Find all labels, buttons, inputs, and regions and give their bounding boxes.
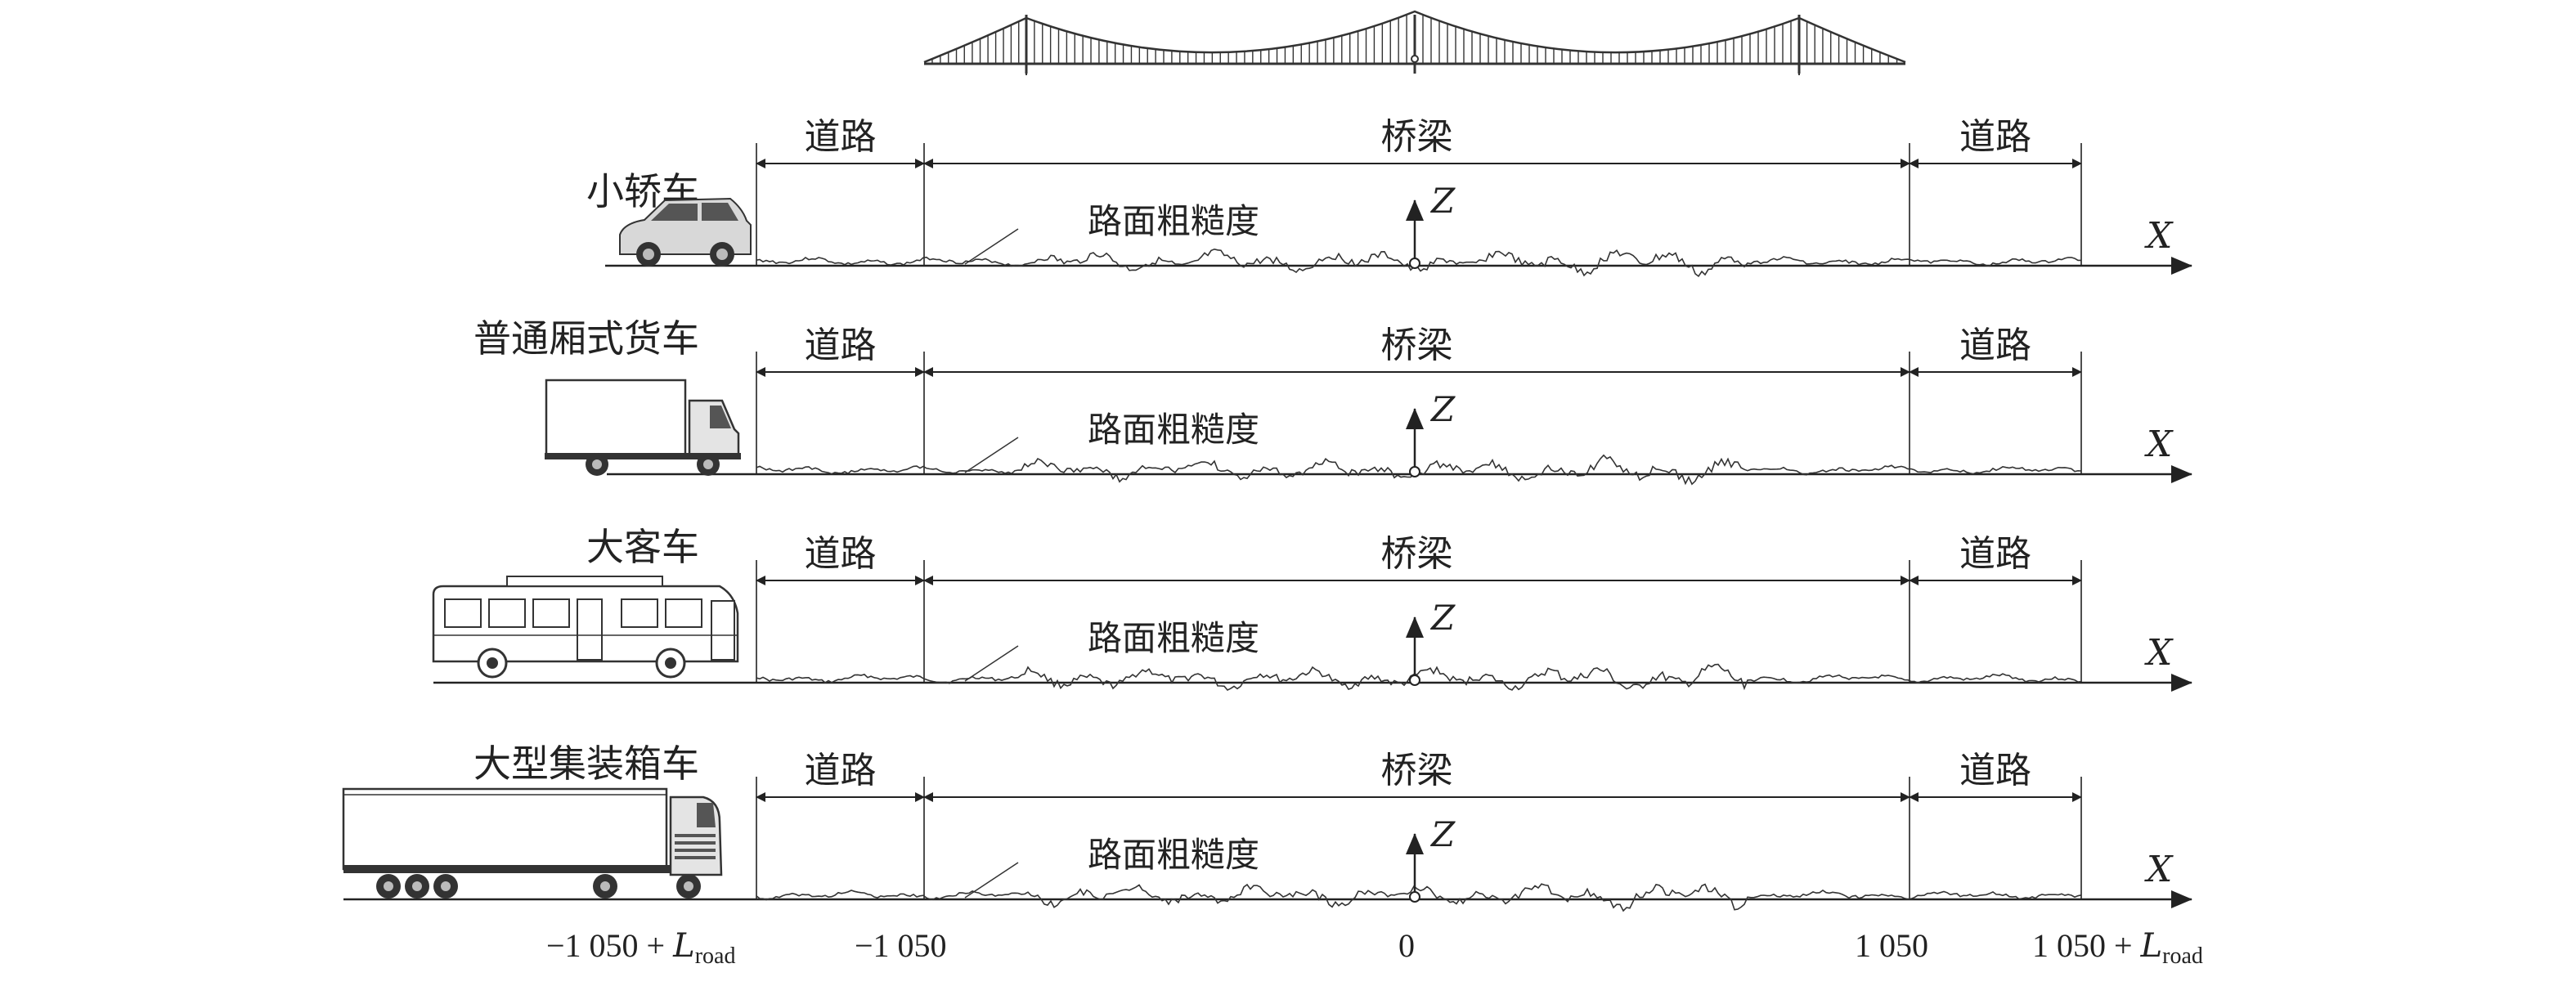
- bridge-label: 桥梁: [1381, 325, 1453, 366]
- roughness-profile: [756, 883, 2082, 912]
- x-axis-label: X: [2144, 424, 2174, 465]
- z-axis-label: Z: [1429, 598, 1456, 638]
- tick-left-inner: −1 050: [855, 927, 947, 964]
- vehicle-name-label: 大客车: [586, 525, 699, 569]
- x-axis-label: X: [2144, 215, 2174, 257]
- origin-marker: [1409, 891, 1420, 903]
- vehicle-row: 道路桥梁道路路面粗糙度ZX小轿车: [586, 116, 2192, 278]
- roughness-label: 路面粗糙度: [1088, 410, 1259, 450]
- road-label-left: 道路: [805, 325, 877, 366]
- box-truck-icon: [545, 379, 741, 476]
- container-truck-icon: [342, 787, 723, 899]
- car-icon: [619, 197, 752, 267]
- road-label-right: 道路: [1959, 533, 2031, 575]
- origin-marker: [1409, 466, 1420, 477]
- roughness-label: 路面粗糙度: [1088, 618, 1259, 658]
- road-label-right: 道路: [1959, 116, 2031, 158]
- z-axis-label: Z: [1429, 814, 1456, 854]
- roughness-profile: [756, 663, 2082, 691]
- roughness-leader-line: [964, 862, 1019, 899]
- tick-right-inner: 1 050: [1855, 927, 1928, 964]
- roughness-label: 路面粗糙度: [1088, 835, 1259, 875]
- z-axis-label: Z: [1429, 389, 1456, 429]
- z-axis-label: Z: [1429, 181, 1456, 221]
- roughness-leader-line: [964, 645, 1019, 682]
- suspension-bridge-drawing: [923, 10, 1906, 75]
- vehicle-name-label: 普通厢式货车: [473, 316, 699, 361]
- road-label-left: 道路: [805, 533, 877, 575]
- origin-marker: [1409, 258, 1420, 269]
- bus-icon: [432, 576, 739, 679]
- vehicle-name-label: 大型集装箱车: [473, 742, 699, 786]
- road-label-right: 道路: [1959, 325, 2031, 366]
- tick-right-outer: 1 050 + Lroad: [2032, 927, 2203, 969]
- tick-center: 0: [1398, 927, 1415, 964]
- road-label-left: 道路: [805, 116, 877, 158]
- road-label-left: 道路: [805, 750, 877, 791]
- bridge-label: 桥梁: [1381, 116, 1453, 158]
- roughness-profile: [756, 248, 2081, 278]
- origin-marker: [1409, 675, 1420, 686]
- bridge-label: 桥梁: [1381, 750, 1453, 791]
- roughness-leader-line: [964, 437, 1019, 473]
- roughness-leader-line: [964, 228, 1019, 265]
- roughness-label: 路面粗糙度: [1088, 201, 1259, 241]
- tick-left-outer: −1 050 + Lroad: [546, 927, 735, 969]
- x-tick-labels: −1 050 + Lroad −1 050 0 1 050 1 050 + Lr…: [546, 927, 2203, 969]
- bridge-label: 桥梁: [1381, 533, 1453, 575]
- x-axis-label: X: [2144, 632, 2174, 674]
- road-label-right: 道路: [1959, 750, 2031, 791]
- x-axis-label: X: [2144, 849, 2174, 890]
- vehicle-rows: 道路桥梁道路路面粗糙度ZX小轿车道路桥梁道路路面粗糙度ZX普通厢式货车道路桥梁道…: [342, 116, 2192, 912]
